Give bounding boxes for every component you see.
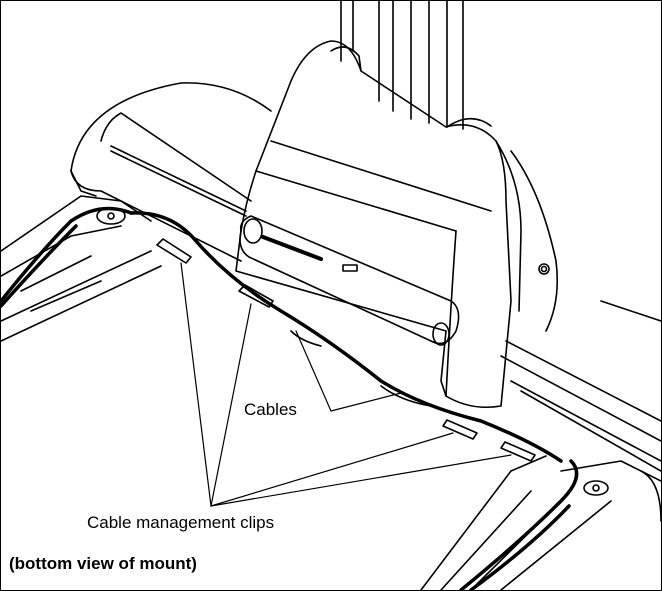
leader-clip-3 <box>210 432 454 507</box>
leader-clip-1 <box>180 262 212 507</box>
view-caption: (bottom view of mount) <box>9 554 197 573</box>
clip-2 <box>238 284 274 308</box>
clip-3 <box>442 419 478 440</box>
leader-clip-4 <box>210 454 512 507</box>
right-crossbar <box>500 300 661 522</box>
leader-clip-2 <box>210 303 252 507</box>
clip-1 <box>156 238 192 264</box>
cable-run <box>129 211 563 463</box>
clips-label: Cable management clips <box>87 513 275 532</box>
cables-label: Cables <box>244 400 297 419</box>
right-leg <box>420 455 661 590</box>
cable-clips <box>156 238 536 462</box>
vertical-pole <box>330 1 492 130</box>
clip-4 <box>500 441 536 462</box>
leader-lines <box>180 262 512 507</box>
left-leg <box>1 195 162 342</box>
leader-cable-1 <box>295 330 332 412</box>
leader-cable-2 <box>330 392 402 412</box>
central-housing <box>235 40 559 409</box>
